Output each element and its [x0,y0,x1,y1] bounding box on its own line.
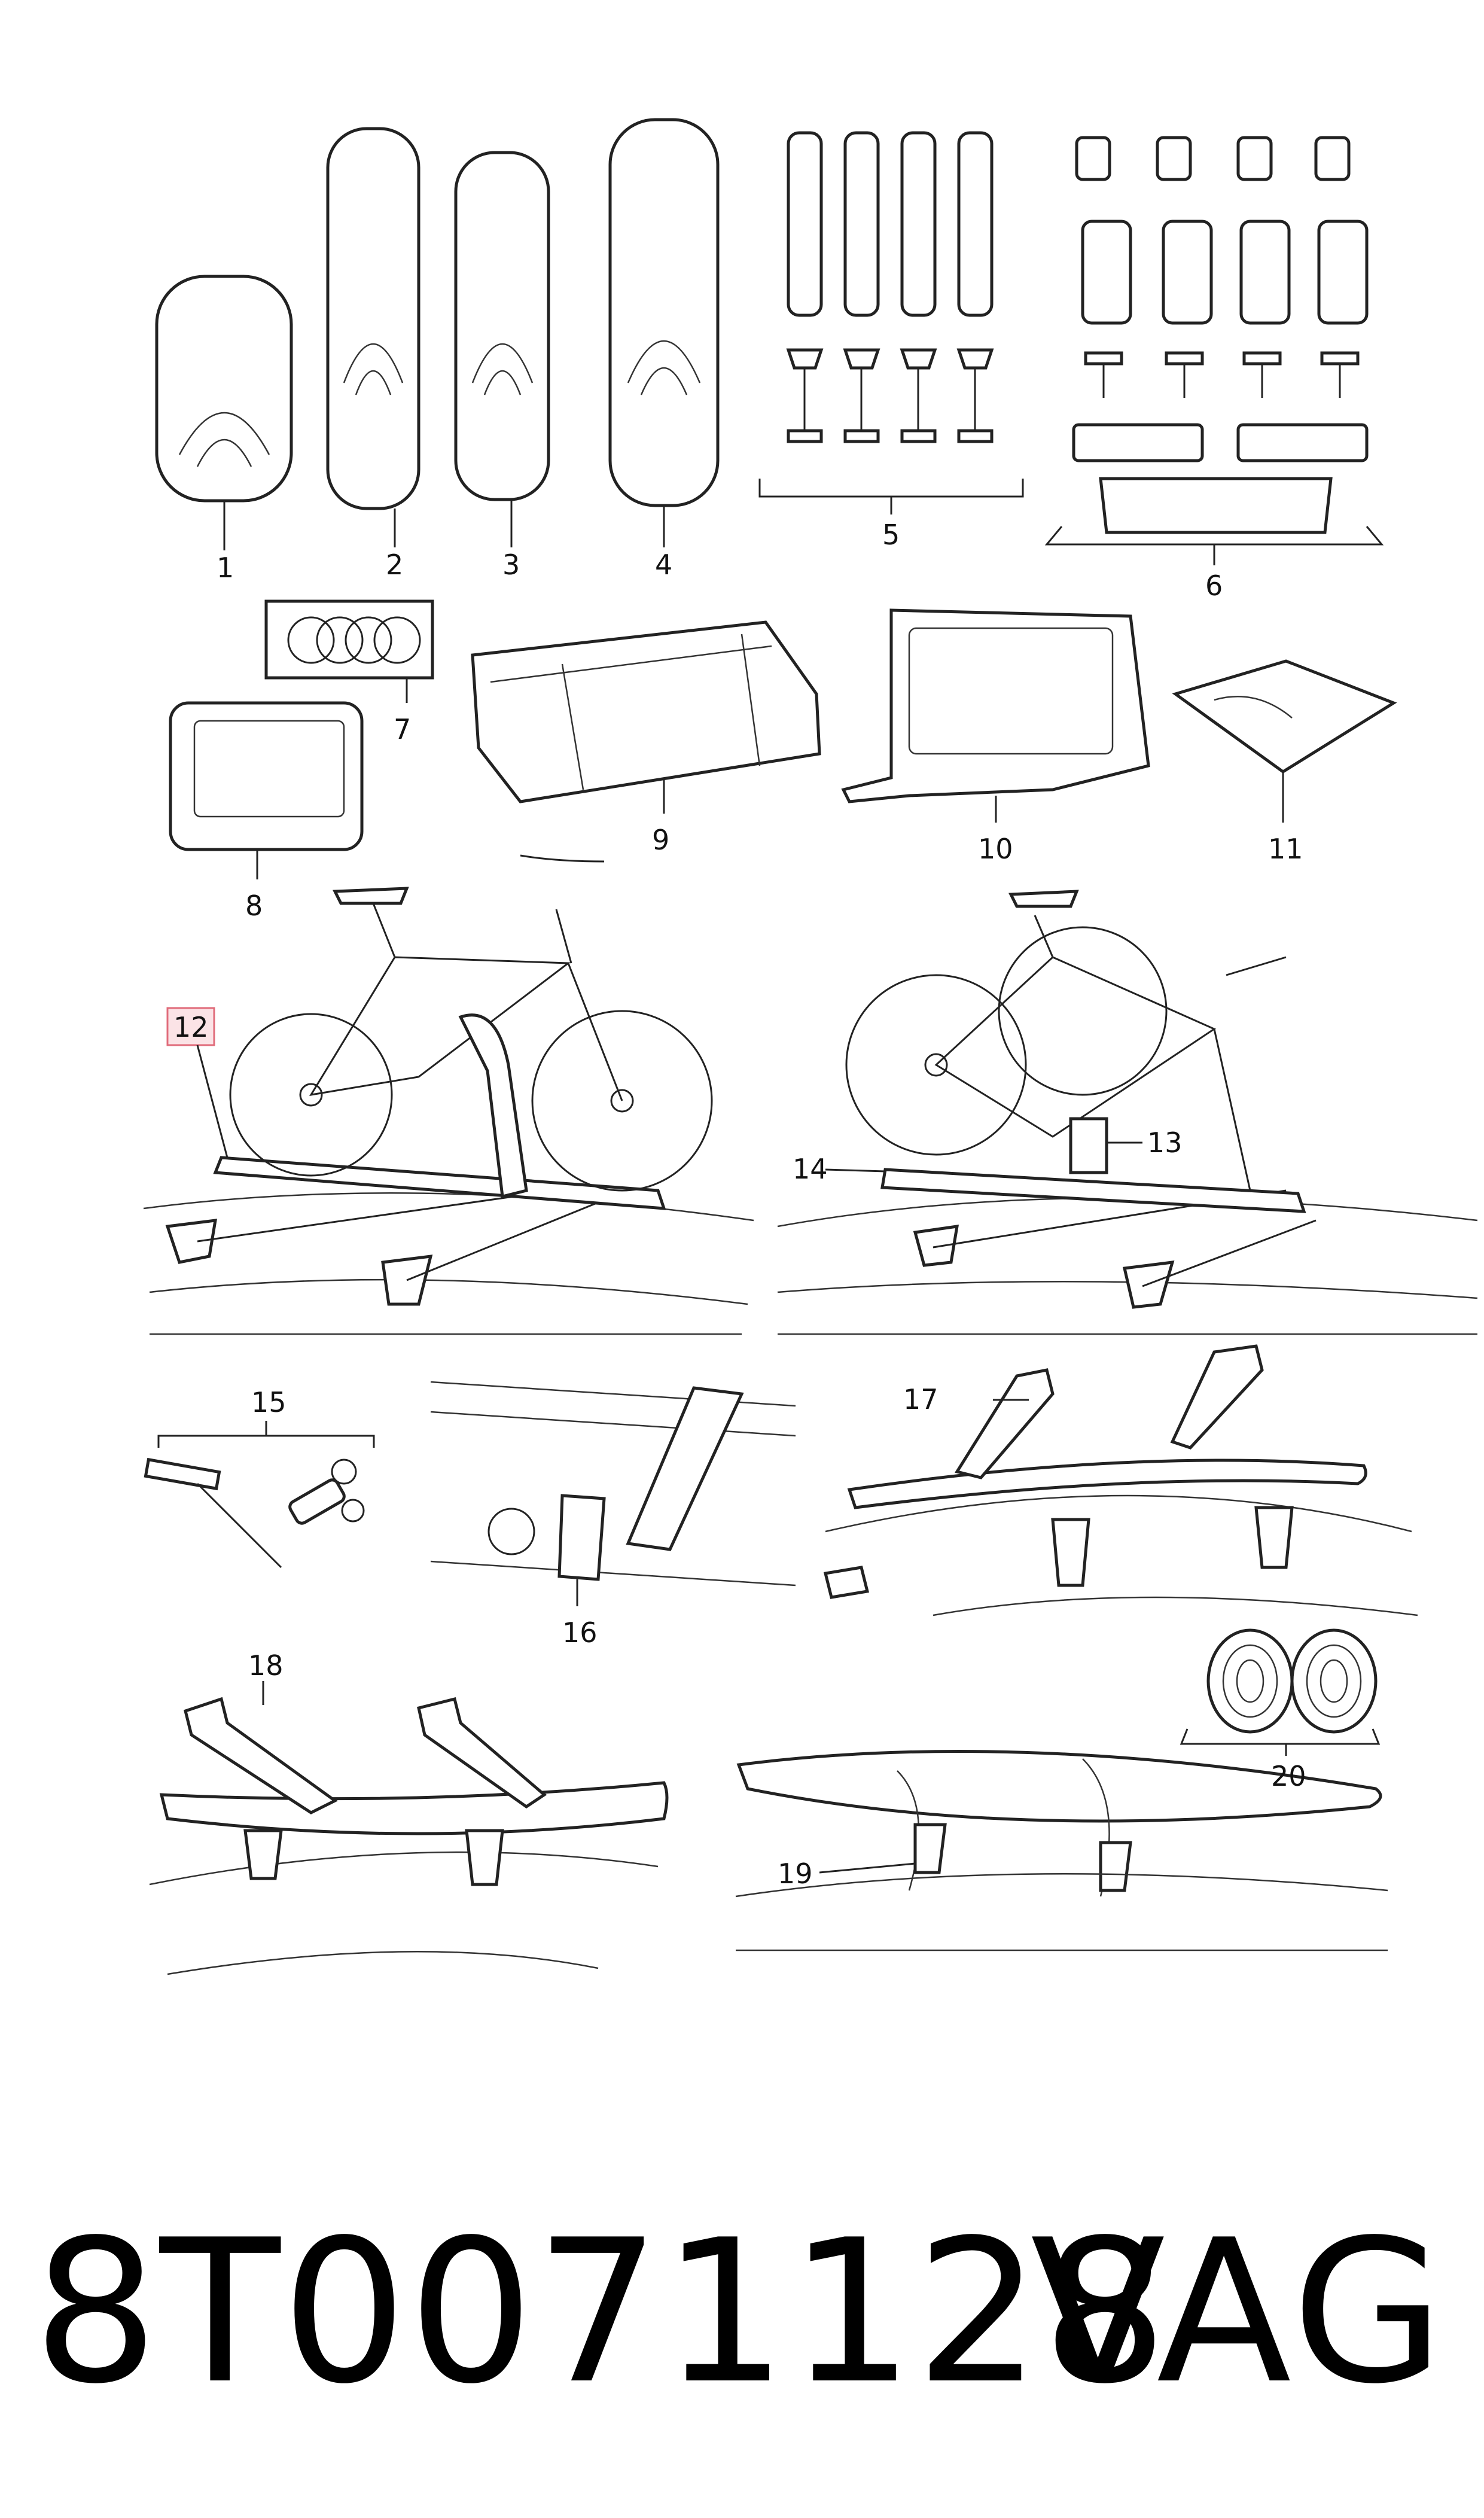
tool-lock-15[interactable] [144,1421,375,1569]
roof-box-1[interactable] [155,275,293,550]
ski-bag-10[interactable] [841,608,1150,823]
clamp-set-5[interactable] [758,131,1024,514]
emblem-7[interactable] [264,599,434,703]
callout-12: 12 [173,1011,209,1043]
fitting-kit-6[interactable] [1044,136,1384,565]
callout-10: 10 [978,833,1013,865]
parts-diagram: 1 2 3 4 5 [143,118,1478,1975]
ski-holder-scene-18[interactable] [149,1681,669,1975]
roof-box-4[interactable] [608,118,720,547]
part-number: 8T0071128 [33,2197,1169,2427]
straps-20[interactable] [1180,1628,1381,1756]
roof-box-3[interactable] [454,151,550,547]
callout-9: 9 [652,824,669,856]
callout-4: 4 [655,549,672,581]
brand-name: VAG [1030,2197,1448,2427]
storage-bag-8[interactable] [169,701,364,879]
bike-carrier-scene-12[interactable] [143,854,754,1335]
roof-bag-9[interactable] [471,620,821,814]
callout-20: 20 [1271,1760,1306,1792]
callout-7: 7 [394,713,411,745]
callout-5: 5 [882,519,900,551]
callout-15: 15 [251,1386,287,1418]
callout-1: 1 [217,552,234,584]
leader-12 [196,1045,228,1158]
callout-18: 18 [248,1649,284,1682]
callout-3: 3 [502,549,520,581]
callout-16: 16 [562,1616,598,1649]
callout-19: 19 [778,1858,813,1890]
callout-12-highlight [166,1007,215,1046]
roof-box-2[interactable] [326,127,420,547]
callout-11: 11 [1268,833,1303,865]
kayak-holder-scene-19[interactable] [735,1750,1388,1951]
callout-8: 8 [245,890,263,922]
fork-carrier-scene-13-14[interactable] [777,890,1478,1335]
callout-2: 2 [386,549,403,581]
callout-6: 6 [1205,570,1223,602]
pouch-11[interactable] [1172,659,1397,823]
callout-17: 17 [903,1383,938,1415]
rail-adapter-16[interactable] [430,1381,796,1606]
callout-13: 13 [1147,1126,1183,1159]
ski-holder-scene-17[interactable] [823,1344,1418,1616]
callout-14: 14 [793,1153,828,1185]
